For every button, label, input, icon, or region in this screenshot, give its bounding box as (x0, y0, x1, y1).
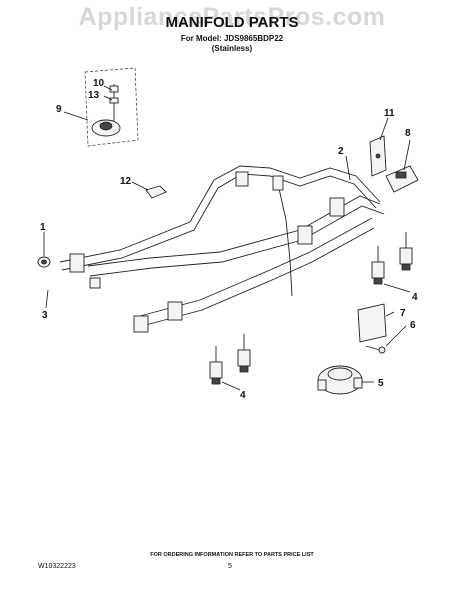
leader-4-left (221, 381, 241, 391)
mount-block-center (167, 301, 183, 321)
leader-11 (379, 117, 389, 141)
callout-3[interactable]: 3 (42, 310, 48, 321)
part-4-valve-right[interactable] (371, 232, 413, 285)
part-8-switch[interactable] (385, 165, 419, 193)
front-rail-bottom (89, 205, 385, 277)
regulator-outlet (353, 377, 363, 389)
part-5-regulator[interactable] (317, 365, 363, 395)
leader-10 (103, 85, 113, 91)
callout-13[interactable]: 13 (88, 90, 100, 101)
part-2-manifold-pipe[interactable] (59, 165, 385, 333)
switch-body (385, 165, 419, 193)
valve-right-b-body (399, 247, 413, 265)
callout-4-left[interactable]: 4 (240, 390, 246, 401)
leader-8 (403, 139, 411, 171)
part-13-washer (109, 97, 119, 104)
valve-right-b-tip (401, 263, 411, 271)
part-9-valve-assembly[interactable] (84, 67, 139, 147)
leader-3 (45, 289, 49, 309)
screw-head (378, 346, 386, 354)
part-4-valve-left[interactable] (209, 334, 251, 385)
dashed-group-outline (84, 67, 139, 147)
front-rail-top (87, 195, 381, 267)
callout-labels: 1 2 3 4 4 5 6 7 8 9 10 11 12 13 (40, 78, 418, 401)
valve-left-b-tip (239, 365, 249, 373)
regulator-inlet (317, 379, 327, 391)
leader-7 (385, 311, 395, 317)
mount-block-rear (235, 171, 249, 187)
model-number: For Model: JDS9865BDP22 (180, 34, 284, 43)
rear-pipe-bottom (61, 173, 377, 271)
callout-11[interactable]: 11 (384, 108, 395, 119)
leader-6 (385, 325, 407, 347)
part-3-connector[interactable] (89, 277, 101, 289)
mount-block-front (133, 315, 149, 333)
connector-body (89, 277, 101, 289)
part-7-bracket-plate[interactable] (357, 303, 387, 343)
wire-connector (272, 175, 284, 191)
mount-block-left (69, 253, 85, 273)
model-info: For Model: JDS9865BDP22 (Stainless) (0, 34, 464, 54)
mount-block-mid (297, 225, 313, 245)
leader-2 (345, 155, 351, 181)
rear-pipe-top (59, 165, 381, 263)
mount-block-right (329, 197, 345, 217)
callout-2[interactable]: 2 (338, 146, 344, 157)
page-number: 5 (228, 563, 232, 570)
fitting-bore (41, 259, 47, 265)
screw-shaft (365, 345, 381, 351)
part-10-screw (109, 85, 119, 93)
switch-terminal (395, 171, 407, 179)
leader-13 (103, 95, 113, 101)
callout-5[interactable]: 5 (378, 378, 384, 389)
callout-10[interactable]: 10 (93, 78, 105, 89)
callout-4-right[interactable]: 4 (412, 292, 418, 303)
callout-12[interactable]: 12 (120, 176, 132, 187)
watermark: AppliancePartsPros.com (78, 3, 386, 31)
leader-9 (63, 111, 89, 121)
regulator-cap (327, 367, 353, 381)
part-1-fitting[interactable] (37, 256, 51, 268)
bracket-hole (375, 153, 381, 159)
plate-body (357, 303, 387, 343)
valve-left-b-body (237, 349, 251, 367)
leader-4-right (383, 283, 411, 293)
leader-12 (131, 181, 149, 191)
document-id: W10322223 (38, 563, 76, 570)
lower-rail-top (139, 217, 373, 317)
model-finish: (Stainless) (211, 44, 253, 53)
callout-6[interactable]: 6 (410, 320, 416, 331)
page-title: MANIFOLD PARTS (165, 14, 299, 31)
part-12-clip[interactable] (145, 185, 167, 199)
callout-9[interactable]: 9 (56, 104, 62, 115)
part-11-bracket[interactable] (369, 135, 387, 177)
wire-tube (277, 183, 293, 297)
valve-left-a-tip (211, 377, 221, 385)
callout-1[interactable]: 1 (40, 222, 46, 233)
valve-right-a-tip (373, 277, 383, 285)
leader-lines (43, 85, 411, 391)
callout-7[interactable]: 7 (400, 308, 406, 319)
valve-left-a-body (209, 361, 223, 379)
valve-right-a-body (371, 261, 385, 279)
ordering-note: FOR ORDERING INFORMATION REFER TO PARTS … (150, 552, 314, 558)
clip-body (145, 185, 167, 199)
callout-8[interactable]: 8 (405, 128, 411, 139)
valve-inlet (99, 121, 113, 131)
part-6-screw[interactable] (365, 345, 386, 354)
